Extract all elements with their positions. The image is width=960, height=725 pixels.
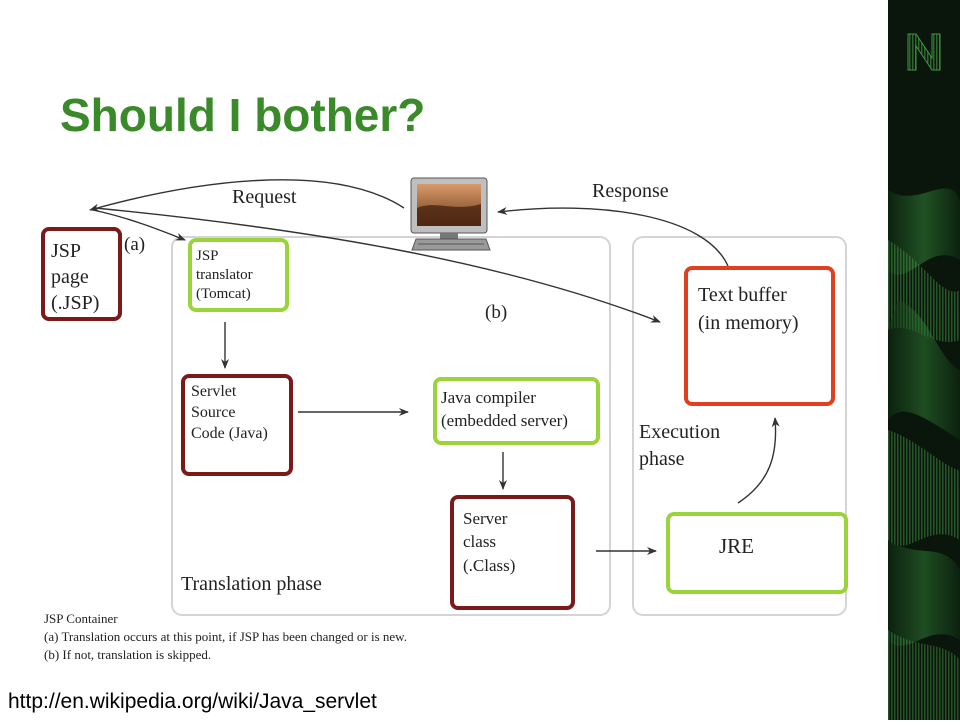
path-a-arrow bbox=[92, 209, 186, 241]
servlet-source-label-3: Code (Java) bbox=[191, 425, 268, 442]
source-url: http://en.wikipedia.org/wiki/Java_servle… bbox=[8, 690, 377, 713]
jre-box bbox=[666, 512, 848, 594]
text-buffer-label-2: (in memory) bbox=[698, 312, 799, 334]
text-buffer-label-1: Text buffer bbox=[698, 284, 787, 306]
n-logo-icon bbox=[907, 33, 941, 71]
jsp-translator-label-2: translator bbox=[196, 267, 253, 283]
servlet-source-label-1: Servlet bbox=[191, 383, 237, 400]
jsp-page-label-2: page bbox=[51, 266, 89, 288]
computer-monitor-icon bbox=[410, 177, 491, 251]
java-compiler-label-2: (embedded server) bbox=[441, 411, 568, 430]
response-label: Response bbox=[592, 180, 669, 202]
server-class-label-1: Server bbox=[463, 509, 508, 528]
jsp-translator-box bbox=[188, 238, 289, 312]
java-compiler-label-1: Java compiler bbox=[441, 388, 536, 407]
execution-panel bbox=[632, 236, 847, 616]
execution-phase-label-1: Execution bbox=[639, 421, 720, 443]
server-class-label-2: class bbox=[463, 532, 496, 551]
jsp-page-label-3: (.JSP) bbox=[51, 292, 99, 314]
servlet-source-box bbox=[181, 374, 293, 476]
jsp-translator-label-3: (Tomcat) bbox=[196, 286, 251, 302]
server-class-box bbox=[450, 495, 575, 610]
jre-to-buffer-arrow bbox=[737, 417, 780, 504]
label-a: (a) bbox=[124, 234, 145, 255]
request-arrow bbox=[89, 179, 405, 212]
servlet-source-label-2: Source bbox=[191, 404, 235, 421]
caption-line-2: (a) Translation occurs at this point, if… bbox=[44, 629, 407, 644]
jsp-page-box bbox=[41, 227, 122, 321]
caption-line-3: (b) If not, translation is skipped. bbox=[44, 647, 211, 662]
execution-phase-label-2: phase bbox=[639, 448, 685, 470]
label-b: (b) bbox=[485, 302, 507, 323]
translation-phase-label: Translation phase bbox=[181, 573, 322, 595]
decorative-side-strip bbox=[888, 0, 960, 720]
jsp-page-label-1: JSP bbox=[51, 240, 81, 262]
path-b-arrow bbox=[94, 207, 661, 323]
jsp-translator-label-1: JSP bbox=[196, 248, 219, 264]
request-label: Request bbox=[232, 186, 297, 208]
text-buffer-box bbox=[684, 266, 835, 406]
response-arrow bbox=[497, 206, 729, 267]
jsp-lifecycle-diagram: Request Response (a) (b) JSP page (.JSP)… bbox=[41, 177, 848, 662]
java-compiler-box bbox=[433, 377, 600, 445]
slide-title: Should I bother? bbox=[60, 89, 426, 141]
translation-panel bbox=[171, 236, 611, 616]
jre-label: JRE bbox=[719, 534, 754, 558]
caption-line-1: JSP Container bbox=[44, 611, 118, 626]
server-class-label-3: (.Class) bbox=[463, 556, 515, 575]
